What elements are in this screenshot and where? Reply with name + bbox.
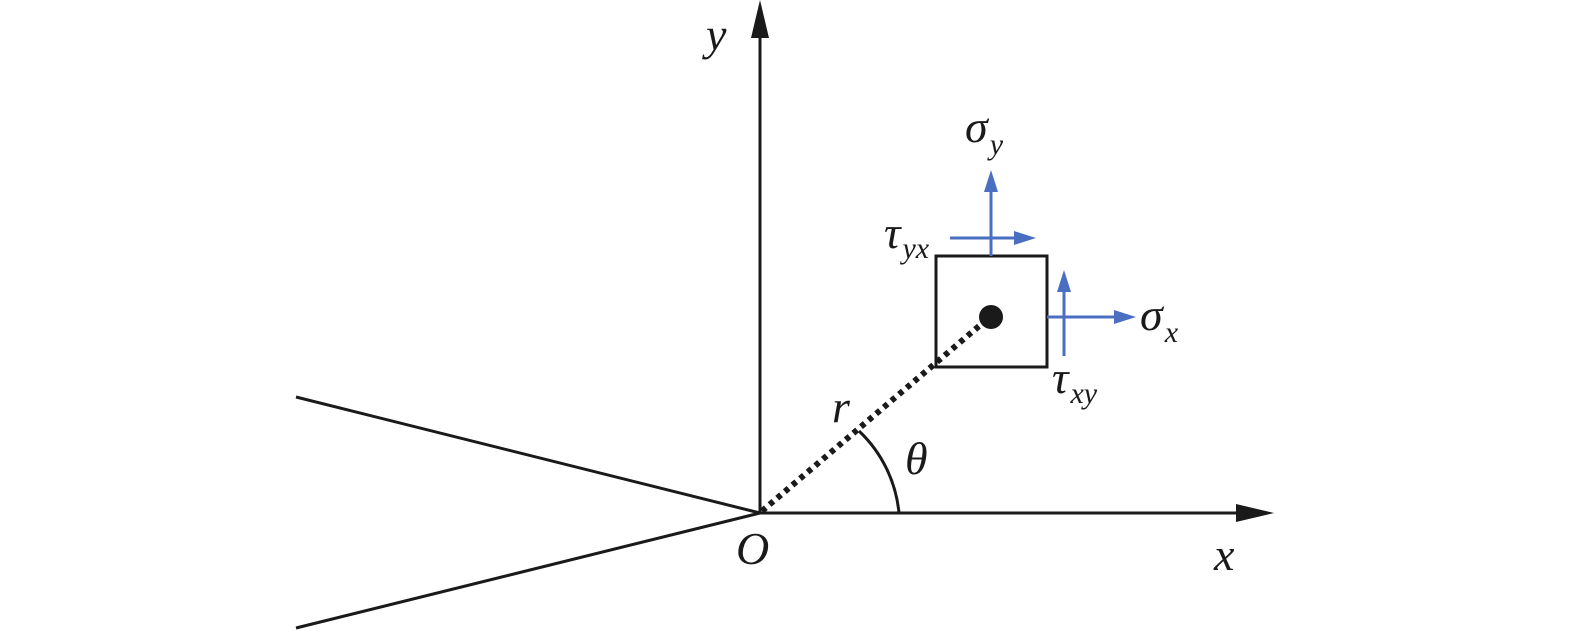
tau-yx-arrow (950, 231, 1036, 245)
y-axis-label: y (702, 9, 727, 60)
angle-arc (857, 429, 901, 514)
sigma-x-arrow (1047, 310, 1136, 324)
y-axis (751, 0, 769, 513)
sigma-y-symbol: σ (965, 101, 990, 152)
tau-yx-subscript: yx (899, 232, 929, 265)
sigma-x-subscript: x (1164, 316, 1179, 349)
angle-label: θ (905, 433, 928, 484)
sigma-x-symbol: σ (1140, 289, 1165, 340)
stress-point (979, 305, 1003, 329)
crack-upper-face (295, 395, 761, 515)
tau-xy-subscript: xy (1069, 377, 1097, 410)
radius-line (760, 318, 987, 514)
sigma-x-label: σx (1140, 289, 1179, 349)
tau-xy-label: τxy (1052, 352, 1098, 410)
x-axis-arrowhead (1236, 504, 1274, 522)
sigma-y-arrow (984, 170, 998, 256)
radius-label: r (832, 381, 851, 432)
x-axis-label: x (1213, 529, 1235, 580)
tau-xy-arrow (1057, 270, 1071, 356)
sigma-y-subscript: y (987, 128, 1004, 161)
tau-yx-symbol: τ (884, 207, 902, 258)
origin-label: O (736, 523, 769, 574)
crack-lower-face (295, 511, 761, 630)
tau-yx-label: τyx (884, 207, 930, 265)
sigma-y-label: σy (965, 101, 1004, 161)
x-axis (760, 504, 1274, 522)
y-axis-arrowhead (751, 0, 769, 38)
tau-xy-symbol: τ (1052, 352, 1070, 403)
